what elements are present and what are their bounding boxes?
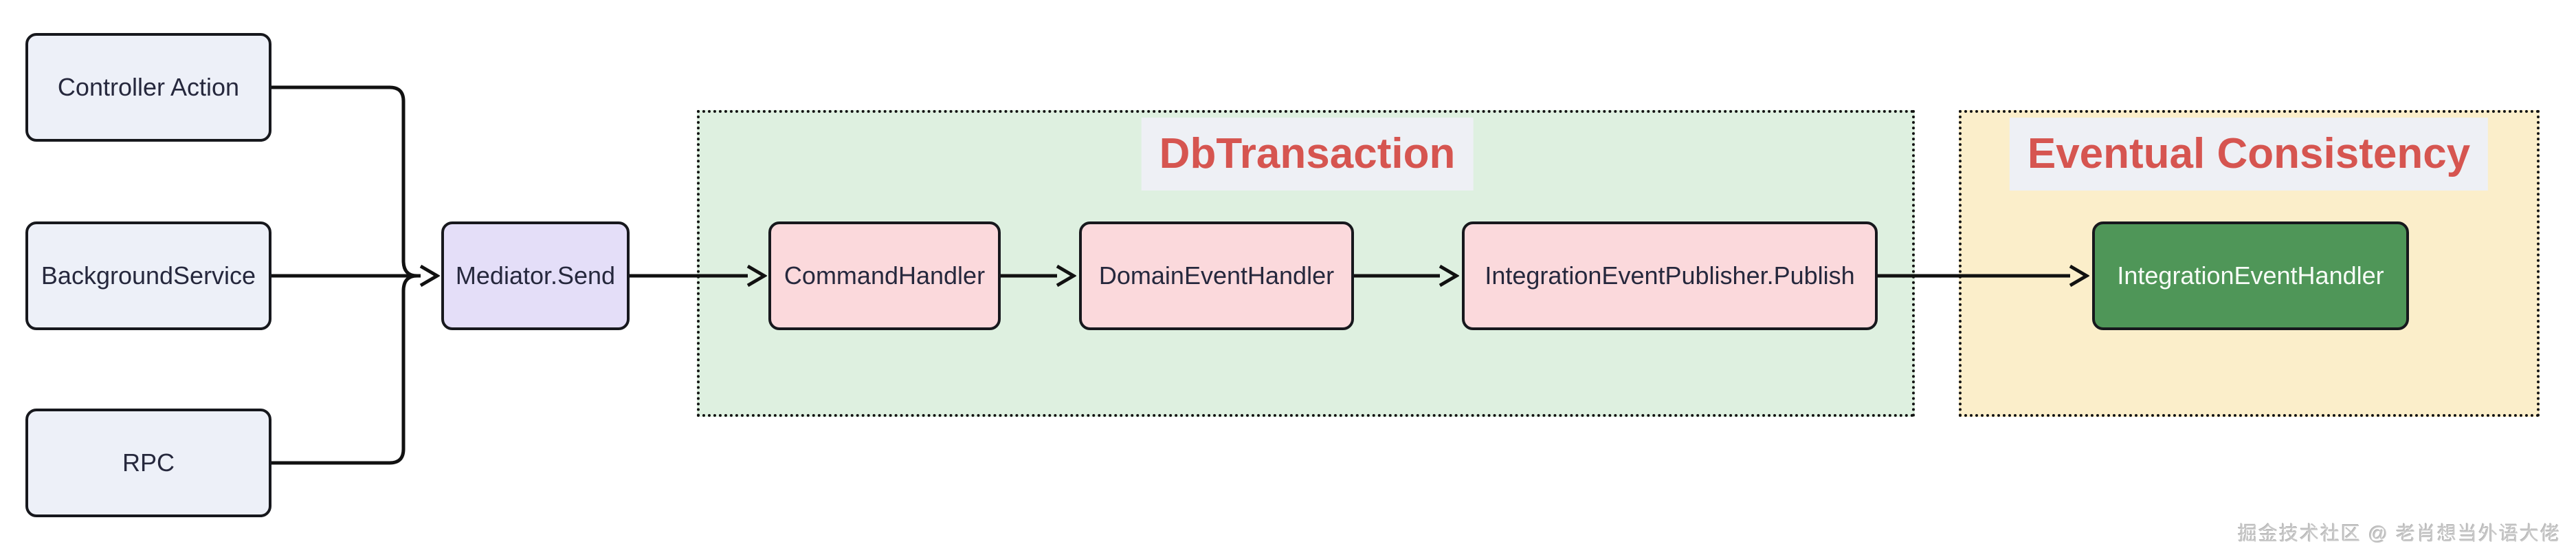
- node-integration-event-handler: IntegrationEventHandler: [2092, 221, 2409, 330]
- node-mediator-send: Mediator.Send: [441, 221, 630, 330]
- node-command-handler: CommandHandler: [768, 221, 1001, 330]
- cluster-title-db-transaction: DbTransaction: [1141, 118, 1474, 191]
- node-background-service: BackgroundService: [25, 221, 271, 330]
- node-domain-event-handler: DomainEventHandler: [1079, 221, 1354, 330]
- node-controller-action: Controller Action: [25, 33, 271, 142]
- cluster-title-eventual-consistency: Eventual Consistency: [2009, 118, 2489, 191]
- node-integration-event-publisher: IntegrationEventPublisher.Publish: [1462, 221, 1878, 330]
- edge-controller-to-mediator: [271, 85, 421, 278]
- edge-rpc-to-mediator: [271, 274, 421, 465]
- watermark-text: 掘金技术社区 @ 老肖想当外语大佬: [2238, 523, 2561, 544]
- node-rpc: RPC: [25, 409, 271, 517]
